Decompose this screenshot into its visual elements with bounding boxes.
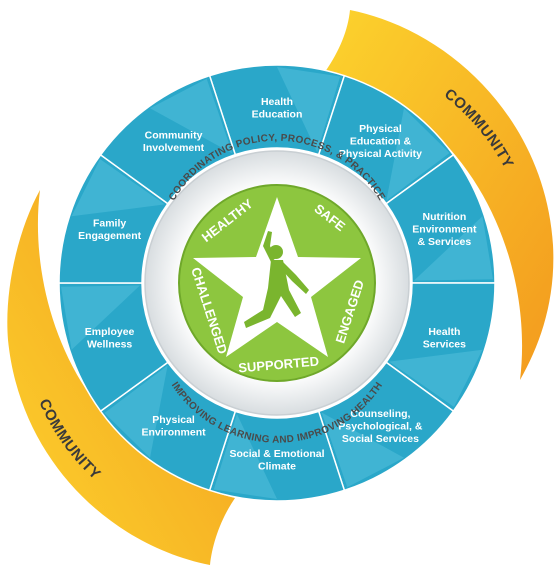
community-band-top-right	[325, 10, 554, 380]
component-label-line: Environment	[141, 427, 206, 439]
component-label-line: Physical	[152, 414, 195, 426]
component-label-line: Employee	[85, 326, 135, 338]
component-label: Counseling,Psychological, &Social Servic…	[338, 408, 422, 445]
component-label-line: Education	[252, 108, 303, 120]
component-label-line: Psychological, &	[338, 420, 422, 432]
component-label-line: Health	[261, 96, 293, 108]
component-label-line: Engagement	[78, 230, 142, 242]
component-segment-highlight	[413, 216, 493, 281]
component-segment-highlight	[150, 78, 233, 154]
component-segment-highlight	[277, 67, 341, 152]
component-label-line: Climate	[258, 460, 296, 472]
component-label-line: Family	[93, 217, 126, 229]
component-segment-highlight	[386, 108, 450, 201]
component-label-line: Social & Emotional	[229, 448, 324, 460]
component-label-line: Education &	[350, 136, 412, 148]
component-segment-highlight	[61, 285, 141, 350]
component-label-line: Nutrition	[423, 211, 467, 223]
component-segment-highlight	[389, 349, 483, 407]
component-label-line: Community	[145, 129, 203, 141]
component-label-line: Physical Activity	[339, 148, 422, 160]
component-label-line: Environment	[412, 224, 477, 236]
component-label-line: Services	[423, 339, 466, 351]
component-segment-highlight	[213, 414, 277, 499]
component-segment-highlight	[321, 412, 404, 488]
star-label-supported: SUPPORTED	[238, 354, 320, 376]
component-label-line: Wellness	[87, 339, 132, 351]
component-label-line: & Services	[418, 236, 472, 248]
component-label-line: Social Services	[342, 433, 419, 445]
component-segment-highlight	[71, 159, 165, 217]
component-segment-highlight	[104, 365, 168, 458]
jumping-child-icon	[244, 231, 309, 328]
component-label-line: Counseling,	[350, 408, 410, 420]
component-label-line: Physical	[359, 123, 402, 135]
component-label-line: Involvement	[143, 142, 205, 154]
community-band-bottom-left	[7, 190, 235, 565]
component-label-line: Health	[428, 326, 460, 338]
